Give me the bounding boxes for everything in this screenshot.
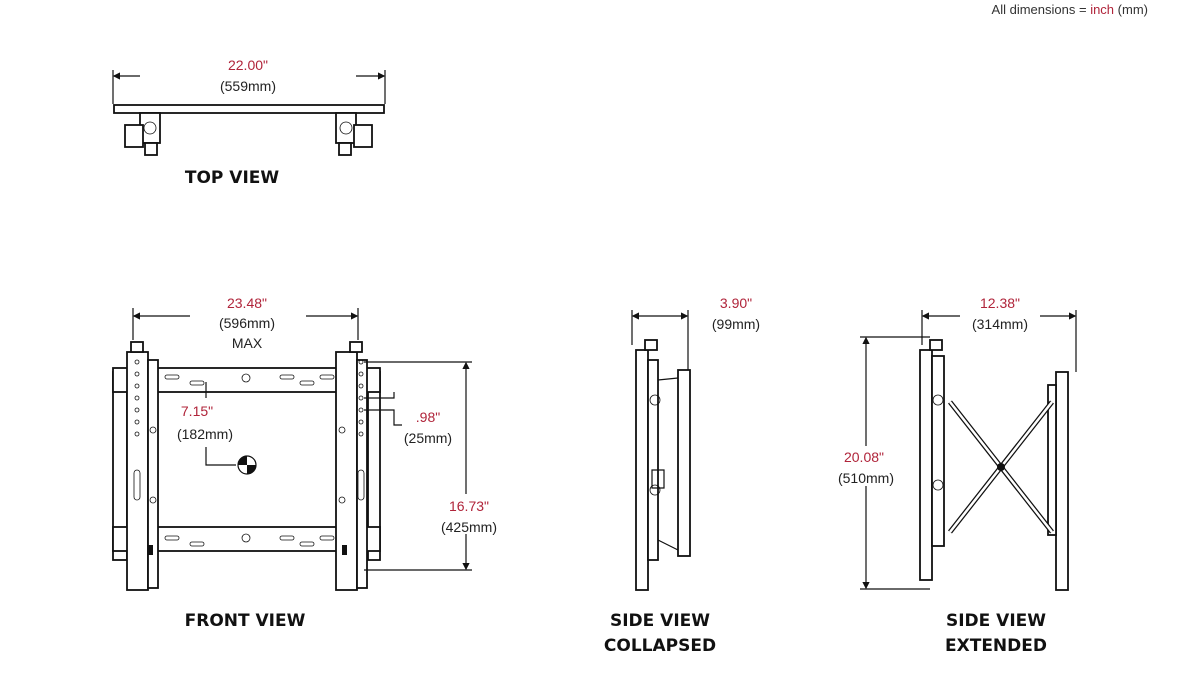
pivot-icon — [997, 463, 1005, 471]
adjust-mm: (25mm) — [404, 430, 452, 446]
extended-depth-inch: 12.38" — [980, 295, 1020, 311]
extended-height-inch: 20.08" — [844, 449, 884, 465]
collapsed-depth-mm: (99mm) — [712, 316, 760, 332]
front-height-inch: 16.73" — [449, 498, 489, 514]
collapsed-depth-inch: 3.90" — [720, 295, 752, 311]
adjust-inch: .98" — [416, 409, 440, 425]
offset-mm: (182mm) — [177, 426, 233, 442]
front-height-mm: (425mm) — [441, 519, 497, 535]
top-bracket-left — [124, 112, 161, 156]
front-width-note: MAX — [232, 335, 263, 351]
extended-height-mm: (510mm) — [838, 470, 894, 486]
collapsed-title-line2: COLLAPSED — [604, 636, 716, 656]
legend-unit-mm: (mm) — [1117, 2, 1148, 17]
extended-title-line1: SIDE VIEW — [946, 611, 1046, 631]
front-width-inch: 23.48" — [227, 295, 267, 311]
front-view: 23.48" (596mm) MAX 7.15 — [112, 290, 506, 631]
center-target-icon — [237, 455, 257, 475]
collapsed-title-line1: SIDE VIEW — [610, 611, 710, 631]
extended-depth-mm: (314mm) — [972, 316, 1028, 332]
front-view-title: FRONT VIEW — [185, 611, 306, 631]
top-width-inch: 22.00" — [228, 57, 268, 73]
front-width-mm: (596mm) — [219, 315, 275, 331]
legend-prefix: All dimensions = — [991, 2, 1091, 17]
top-width-mm: (559mm) — [220, 78, 276, 94]
extended-title-line2: EXTENDED — [945, 636, 1047, 656]
top-view-title: TOP VIEW — [185, 168, 280, 188]
top-view: 22.00" (559mm) TOP VIEW — [112, 57, 386, 188]
offset-inch: 7.15" — [181, 403, 213, 419]
legend-unit-inch: inch — [1090, 2, 1115, 17]
dimension-units-legend: All dimensions = inch (mm) — [992, 2, 1148, 17]
top-bracket-right — [335, 112, 373, 156]
side-view-extended: 12.38" (314mm) 20.08" (510mm) SIDE VIEW … — [828, 295, 1077, 656]
mount-plank — [113, 104, 385, 114]
side-view-collapsed: 3.90" (99mm) SIDE VIEW COLLAPSED — [604, 295, 760, 656]
